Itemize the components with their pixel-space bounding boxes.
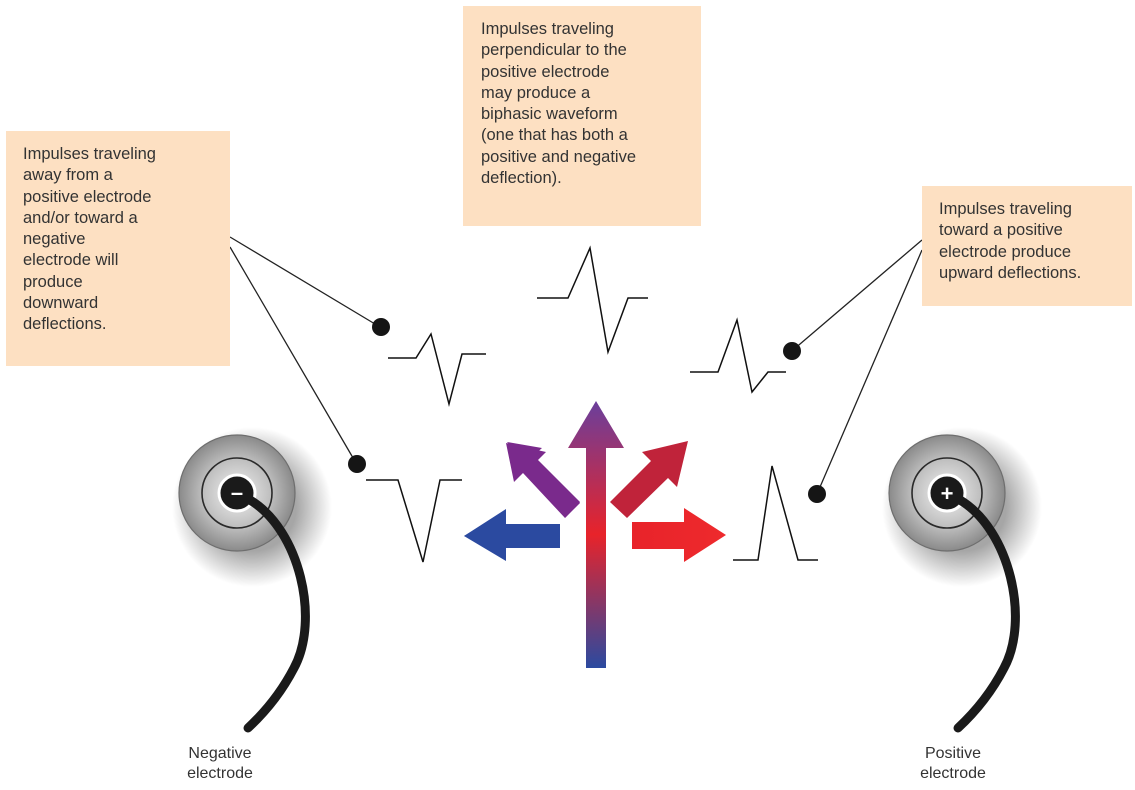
callout-line: deflection).: [481, 169, 562, 188]
waveform-upward-biphasic: [690, 317, 786, 394]
arrow-up-right: [610, 441, 688, 518]
callout-line: (one that has both a: [481, 126, 628, 145]
label-line: electrode: [920, 765, 986, 782]
leader-line: [229, 236, 381, 328]
waveform-small-downward: [388, 332, 486, 407]
leader-dot: [348, 455, 366, 473]
leader-dot: [808, 485, 826, 503]
callout-downward-deflection: Impulses traveling away from a positive …: [6, 131, 230, 366]
callout-biphasic: Impulses traveling perpendicular to the …: [463, 6, 701, 226]
positive-electrode: +: [882, 427, 1042, 733]
callout-line: downward: [23, 294, 99, 313]
negative-wire: [243, 495, 310, 733]
callout-line: Impulses traveling: [23, 145, 156, 163]
label-line: electrode: [187, 765, 253, 782]
arrow-right: [632, 508, 726, 562]
positive-sign: +: [941, 481, 954, 506]
callout-line: deflections.: [23, 315, 107, 334]
arrow-left-body: [464, 511, 560, 561]
negative-electrode: –: [172, 427, 332, 733]
callout-line: negative: [23, 230, 86, 249]
leader-dot: [372, 318, 390, 336]
waveform-downward: [366, 479, 462, 563]
callout-line: produce: [23, 272, 83, 291]
negative-sign: –: [231, 480, 243, 505]
callout-line: perpendicular to the: [481, 41, 627, 60]
label-line: Positive: [924, 745, 982, 762]
leader-line: [229, 246, 357, 464]
callout-line: upward deflections.: [939, 263, 1082, 282]
callout-line: electrode will: [23, 251, 119, 270]
waveform-biphasic: [537, 245, 648, 355]
callout-line: positive and negative: [481, 147, 637, 166]
callout-line: Impulses traveling: [939, 200, 1072, 218]
callout-line: Impulses traveling: [481, 20, 614, 38]
callout-line: and/or toward a: [23, 208, 138, 227]
callout-upward-deflection: Impulses traveling toward a positive ele…: [922, 186, 1132, 306]
leader-line: [816, 249, 923, 495]
arrow-up-left-body: [506, 443, 580, 518]
waveform-upward: [733, 465, 818, 561]
label-line: Negative: [188, 745, 252, 762]
callout-line: positive electrode: [23, 187, 152, 206]
callout-line: may produce a: [481, 83, 591, 102]
leader-line: [792, 239, 923, 351]
arrow-up: [568, 401, 624, 668]
callout-line: biphasic waveform: [481, 105, 618, 124]
leader-dot: [783, 342, 801, 360]
callout-line: toward a positive: [939, 221, 1063, 240]
callout-line: away from a: [23, 166, 113, 185]
negative-electrode-label: Negative electrode: [150, 744, 290, 784]
callout-line: electrode produce: [939, 242, 1072, 261]
positive-wire: [953, 495, 1020, 733]
callout-line: positive electrode: [481, 62, 610, 81]
positive-electrode-label: Positive electrode: [883, 744, 1023, 784]
